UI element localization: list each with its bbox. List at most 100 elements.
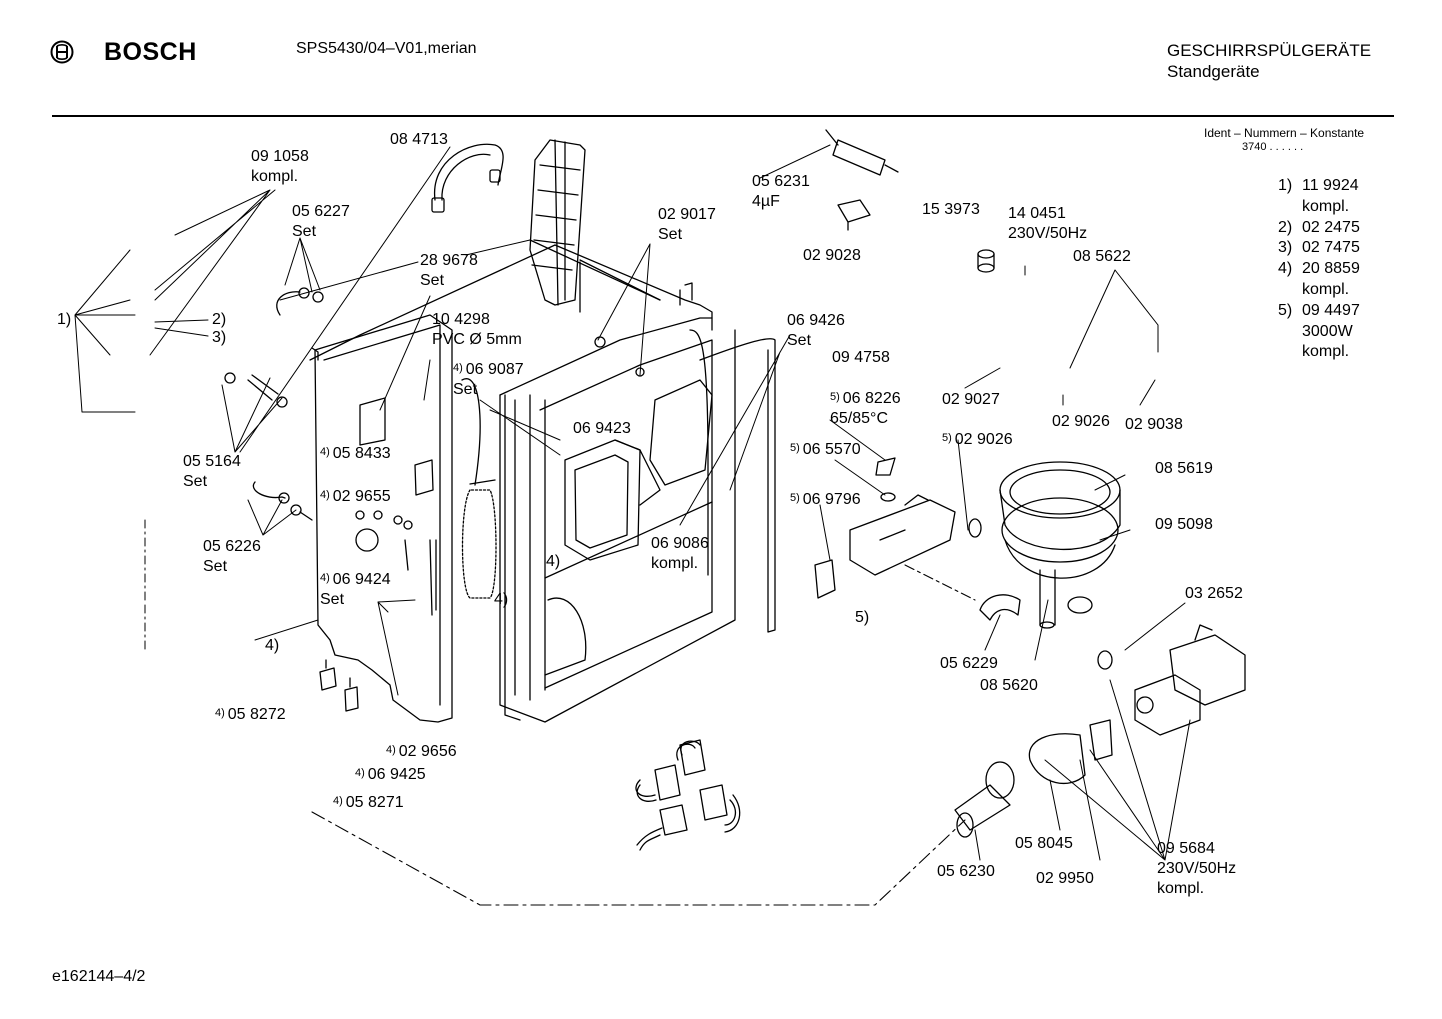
legend-number: 2)	[1278, 218, 1293, 236]
bracket-08-4713	[431, 143, 504, 213]
part-number: 02 9038	[1125, 415, 1183, 435]
part-label: 09 5098	[1155, 515, 1213, 535]
legend-row: kompl.	[1278, 342, 1360, 363]
footnote-ref: 4)	[355, 767, 365, 779]
legend-number: 3)	[1278, 239, 1293, 257]
part-number: 1)	[57, 310, 71, 330]
label-text: 06 8226	[842, 390, 901, 407]
part-note: Set	[658, 225, 716, 245]
door-panel	[311, 314, 497, 723]
part-number: 4)	[546, 552, 560, 572]
part-number: 05 5164	[183, 452, 241, 472]
category-line-2: Standgeräte	[1167, 62, 1260, 81]
hose-05-6227	[276, 287, 324, 316]
part-number: 4)02 9655	[320, 487, 391, 507]
label-text: 02 9656	[398, 743, 457, 760]
part-number: 4)06 9424	[320, 570, 391, 590]
label-text: 10 4298	[432, 311, 490, 328]
part-number: 02 9028	[803, 246, 861, 266]
footnote-ref: 4)	[333, 795, 343, 807]
footnote-ref: 4)	[215, 707, 225, 719]
label-text: 02 9950	[1036, 870, 1094, 887]
part-label: 3)	[212, 328, 226, 348]
legend-row: 2)02 2475	[1278, 218, 1360, 239]
part-note: 4µF	[752, 192, 810, 212]
part-number: 08 5622	[1073, 247, 1131, 267]
part-note: 65/85°C	[830, 409, 901, 429]
wiring-harness	[635, 739, 741, 851]
part-label: 4)05 8272	[215, 705, 286, 725]
category-line-1: GESCHIRRSPÜLGERÄTE	[1167, 41, 1372, 60]
part-number: 14 0451	[1008, 204, 1087, 224]
part-number: 5)	[855, 608, 869, 628]
part-note: 230V/50Hz	[1008, 224, 1087, 244]
part-number: 4)05 8271	[333, 793, 404, 813]
part-note: kompl.	[651, 554, 709, 574]
legend-text: 09 4497	[1302, 301, 1360, 319]
model-number: SPS5430/04–V01,merian	[296, 40, 477, 57]
label-text: Set	[658, 226, 683, 243]
label-text: 05 5164	[183, 453, 241, 470]
label-text: Set	[453, 381, 478, 398]
part-label: 08 5622	[1073, 247, 1131, 267]
label-text: 06 9086	[651, 535, 709, 552]
part-number: 5)06 5570	[790, 440, 861, 460]
heater-06-9796	[814, 457, 956, 599]
label-text: Set	[292, 223, 317, 240]
label-text: Set	[203, 558, 228, 575]
legend-number: 4)	[1278, 260, 1293, 278]
footnote-ref: 4)	[320, 489, 330, 501]
label-text: Set	[787, 332, 812, 349]
label-text: kompl.	[1157, 880, 1205, 897]
part-number: 09 1058	[251, 147, 309, 167]
part-number: 08 4713	[390, 130, 448, 150]
part-label: 06 9423	[573, 419, 631, 439]
part-label: 06 9086 kompl.	[651, 534, 709, 574]
label-text: 06 9087	[465, 361, 524, 378]
legend-row: 4)20 8859	[1278, 259, 1360, 280]
part-number: 05 6231	[752, 172, 810, 192]
part-number: 15 3973	[922, 200, 980, 220]
label-text: 05 6229	[940, 655, 998, 672]
footnote-ref: 4)	[320, 446, 330, 458]
label-text: 05 6226	[203, 538, 261, 555]
label-text: 02 9655	[332, 488, 391, 505]
part-label: 05 8045	[1015, 834, 1073, 854]
part-note: Set	[183, 472, 241, 492]
part-number: 4)05 8272	[215, 705, 286, 725]
part-number: 4)06 9425	[355, 765, 426, 785]
part-note: PVC Ø 5mm	[432, 330, 522, 350]
sensor-05-8433	[359, 397, 434, 496]
part-number: 05 8045	[1015, 834, 1073, 854]
legend-number: 1)	[1278, 177, 1293, 194]
part-label: 4)	[265, 636, 279, 656]
part-number: 4)06 9087	[453, 360, 524, 380]
part-label: 4)05 8433	[320, 444, 391, 464]
part-note: 230V/50Hz	[1157, 859, 1236, 879]
part-label: 5)06 9796	[790, 490, 861, 510]
label-text: 05 8433	[332, 445, 391, 462]
drawing-code: e162144–4/2	[52, 968, 146, 985]
label-text: Set	[183, 473, 208, 490]
label-text: 28 9678	[420, 252, 478, 269]
part-number: 4)	[265, 636, 279, 656]
part-label: 4)	[546, 552, 560, 572]
part-label: 05 6230	[937, 862, 995, 882]
footnote-ref: 5)	[942, 432, 952, 444]
part-note: Set	[203, 557, 261, 577]
part-label: 4)02 9656	[386, 742, 457, 762]
ident-block: Ident – Nummern – Konstante 3740 . . . .…	[1204, 126, 1364, 154]
label-text: 08 5622	[1073, 248, 1131, 265]
part-number: 02 9026	[1052, 412, 1110, 432]
part-number: 5)06 8226	[830, 389, 901, 409]
part-label: 09 4758	[832, 348, 890, 368]
legend-text: 3000W	[1302, 322, 1353, 340]
footnote-ref: 5)	[830, 391, 840, 403]
